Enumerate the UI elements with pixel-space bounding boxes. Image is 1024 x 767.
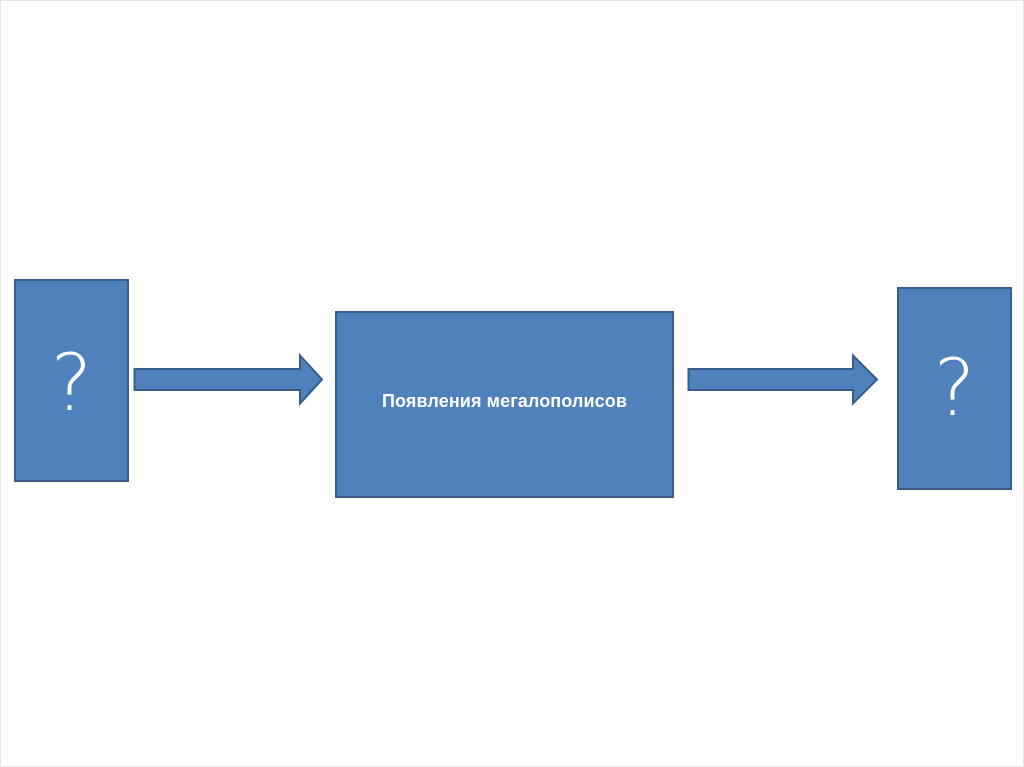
right-unknown-box: ? [897, 287, 1012, 490]
left-arrow [133, 352, 324, 407]
left-arrow-shape [133, 352, 324, 407]
center-box-label: Появления мегалополисов [382, 391, 627, 411]
center-concept-box: Появления мегалополисов [335, 311, 674, 498]
right-arrow [687, 353, 879, 406]
right-question-mark: ? [933, 343, 976, 434]
left-unknown-box: ? [14, 279, 129, 482]
left-question-mark: ? [50, 338, 93, 429]
right-arrow-shape [687, 353, 879, 406]
